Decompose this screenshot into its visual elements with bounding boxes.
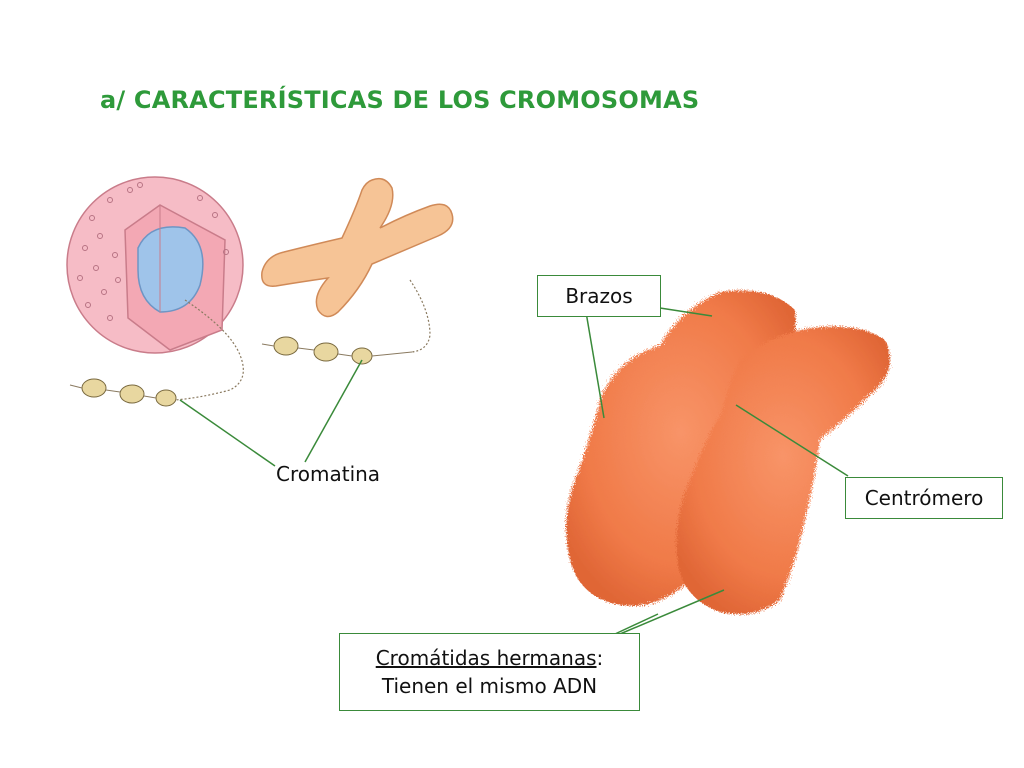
label-centromero: Centrómero (845, 477, 1003, 519)
page-title: a/ CARACTERÍSTICAS DE LOS CROMOSOMAS (100, 86, 700, 114)
leader-cromatidas-left (614, 613, 659, 635)
chromatin-strand-left (69, 299, 244, 407)
leader-brazos-left (585, 311, 605, 419)
leader-centromero (735, 404, 849, 477)
leader-cromatidas-right (619, 589, 725, 635)
leader-cromatina-left (179, 399, 276, 467)
label-cromatidas: Cromátidas hermanas: Tienen el mismo ADN (339, 633, 640, 711)
label-cromatina: Cromatina (276, 462, 381, 486)
leader-lines (179, 307, 849, 635)
cromatidas-title: Cromátidas hermanas (375, 646, 597, 670)
cromatidas-desc: Tienen el mismo ADN (381, 674, 598, 698)
leader-cromatina-right (304, 359, 363, 463)
leader-brazos-right (659, 307, 713, 317)
chromatin-strand-right (261, 336, 413, 365)
chromosome-micrograph (566, 290, 890, 615)
cell-illustration (66, 176, 244, 354)
label-centromero-text: Centrómero (864, 486, 984, 510)
label-brazos-text: Brazos (565, 284, 633, 308)
cromatidas-colon: : (596, 646, 604, 670)
cromatidas-heading: Cromátidas hermanas: (340, 644, 639, 672)
chromosome-illustration (261, 177, 454, 353)
label-brazos: Brazos (537, 275, 661, 317)
